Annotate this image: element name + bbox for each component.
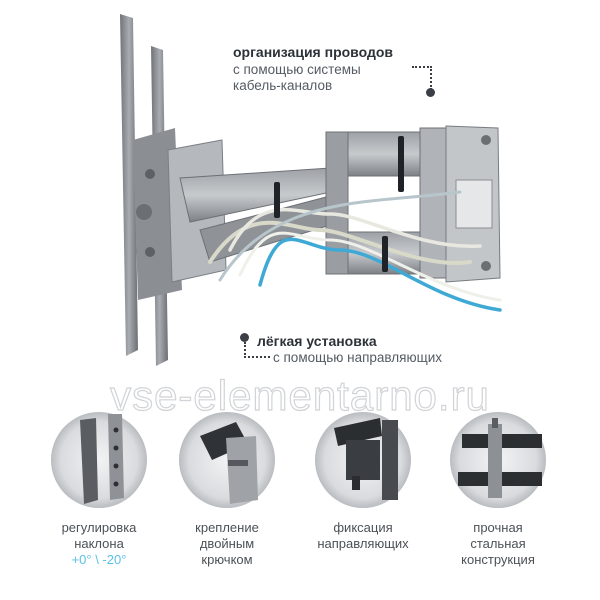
- feature-image-lock: [315, 412, 411, 508]
- feature-image-hook: [179, 412, 275, 508]
- feature-caption-lock-line2: направляющих: [317, 536, 409, 551]
- feature-caption-steel-line2: стальная: [470, 536, 526, 551]
- cable-ties: [274, 136, 404, 272]
- callout-top-leader: [412, 66, 432, 90]
- callout-top-title: организация проводов: [233, 44, 394, 60]
- feature-image-tilt: [51, 412, 147, 508]
- callout-mid-dot: [240, 333, 249, 342]
- callout-top-line2: кабель-каналов: [233, 78, 333, 93]
- feature-caption-tilt-line2: наклона: [74, 536, 124, 551]
- callout-mid-leader: [244, 342, 270, 358]
- feature-caption-hook-line3: крючком: [201, 552, 253, 567]
- feature-caption-hook-line1: крепление: [195, 520, 259, 535]
- callout-top-line1: с помощью системы: [233, 62, 361, 77]
- feature-caption-lock-line1: фиксация: [333, 520, 393, 535]
- feature-caption-tilt-line1: регулировка: [61, 520, 137, 535]
- watermark: vse-elementarno.ru: [109, 371, 490, 419]
- feature-image-steel: [450, 412, 546, 508]
- swing-arm: [179, 125, 501, 283]
- feature-caption-hook: крепление двойным крючком: [167, 520, 287, 568]
- callout-mid-line1: с помощью направляющих: [273, 350, 442, 365]
- callout-mid-title: лёгкая установка: [257, 333, 377, 349]
- feature-caption-steel-line3: конструкция: [461, 552, 535, 567]
- feature-caption-tilt-range: +0° \ -20°: [71, 552, 127, 567]
- callout-top-dot: [426, 88, 435, 97]
- feature-caption-hook-line2: двойным: [199, 536, 255, 551]
- feature-caption-tilt: регулировка наклона +0° \ -20°: [39, 520, 159, 568]
- feature-caption-steel: прочная стальная конструкция: [438, 520, 558, 568]
- feature-caption-lock: фиксация направляющих: [303, 520, 423, 552]
- cables: [208, 190, 502, 312]
- feature-caption-steel-line1: прочная: [473, 520, 523, 535]
